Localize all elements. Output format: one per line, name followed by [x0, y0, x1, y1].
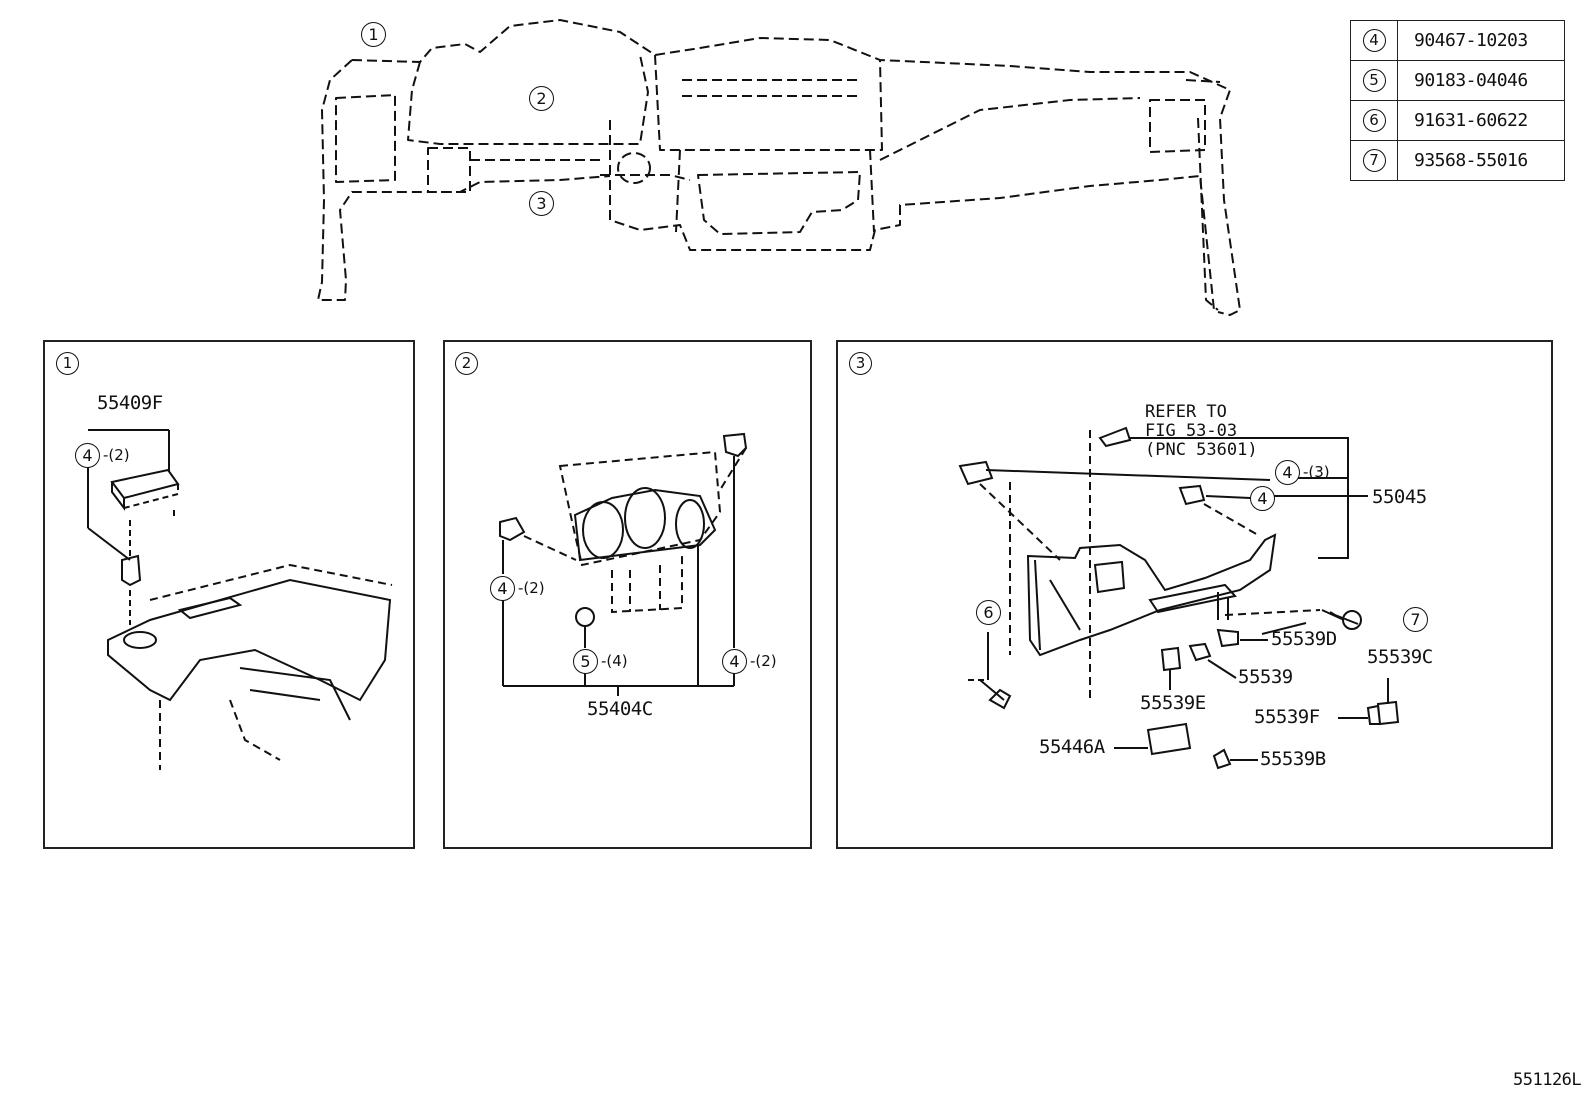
panel1-clip-callout[interactable]: 4: [75, 443, 100, 468]
panel3-screw-callout[interactable]: 7: [1403, 607, 1428, 632]
table-row[interactable]: 5 90183-04046: [1350, 60, 1565, 101]
refer-note-line: FIG 53-03: [1145, 421, 1238, 441]
part-label-55404C[interactable]: 55404C: [587, 698, 653, 720]
refer-note-line: REFER TO: [1145, 402, 1227, 422]
part-number: 90467-10203: [1397, 20, 1565, 61]
part-label-55539D[interactable]: 55539D: [1271, 628, 1337, 650]
ref-circle: 6: [1362, 109, 1386, 132]
panel3-clip-quantity-a: -(3): [1303, 463, 1330, 481]
dashboard-overview-outline: [317, 19, 1241, 316]
panel2-screw-quantity: -(4): [601, 652, 628, 670]
panel3-drawing: [958, 426, 1400, 770]
panel3-title-callout: 3: [849, 352, 872, 375]
panel3-clip-callout-b[interactable]: 4: [1250, 486, 1275, 511]
panel2-screw-callout[interactable]: 5: [573, 649, 598, 674]
panel3-clip-callout-a[interactable]: 4: [1275, 460, 1300, 485]
panel2-right-clip-callout[interactable]: 4: [722, 649, 747, 674]
part-number: 90183-04046: [1397, 60, 1565, 101]
part-label-55539F[interactable]: 55539F: [1254, 706, 1320, 728]
part-label-55045[interactable]: 55045: [1372, 486, 1427, 508]
part-label-55446A[interactable]: 55446A: [1039, 736, 1105, 758]
panel2-right-clip-quantity: -(2): [750, 652, 777, 670]
table-row[interactable]: 6 91631-60622: [1350, 100, 1565, 141]
ref-circle: 5: [1362, 69, 1386, 92]
diagram-code: 551126L: [1513, 1070, 1582, 1090]
detail-panel-2: [443, 340, 812, 849]
panel2-title-callout: 2: [455, 352, 478, 375]
panel2-left-clip-callout[interactable]: 4: [490, 576, 515, 601]
part-label-55539B[interactable]: 55539B: [1260, 748, 1326, 770]
panel1-clip-quantity: -(2): [103, 446, 130, 464]
panel2-left-clip-quantity: -(2): [518, 579, 545, 597]
refer-to-figure-note[interactable]: REFER TO FIG 53-03 (PNC 53601): [1145, 403, 1258, 460]
part-label-55539E[interactable]: 55539E: [1140, 692, 1206, 714]
table-row[interactable]: 4 90467-10203: [1350, 20, 1565, 61]
part-label-55539[interactable]: 55539: [1238, 666, 1293, 688]
refer-note-line: (PNC 53601): [1145, 440, 1258, 460]
part-number: 93568-55016: [1397, 140, 1565, 181]
overview-callout-2[interactable]: 2: [529, 86, 554, 111]
part-label-55409F[interactable]: 55409F: [97, 392, 163, 414]
parts-reference-table: 4 90467-10203 5 90183-04046 6 91631-6062…: [1350, 20, 1565, 181]
part-number: 91631-60622: [1397, 100, 1565, 141]
overview-callout-1[interactable]: 1: [361, 22, 386, 47]
panel2-drawing: [499, 432, 748, 696]
part-label-55539C[interactable]: 55539C: [1367, 646, 1433, 668]
detail-panel-1: [43, 340, 415, 849]
table-row[interactable]: 7 93568-55016: [1350, 140, 1565, 181]
ref-circle: 4: [1362, 29, 1386, 52]
panel1-title-callout: 1: [56, 352, 79, 375]
overview-callout-3[interactable]: 3: [529, 191, 554, 216]
panel1-drawing: [87, 429, 393, 770]
panel3-bolt-callout[interactable]: 6: [976, 600, 1001, 625]
detail-panel-3: [836, 340, 1553, 849]
ref-circle: 7: [1362, 149, 1386, 172]
